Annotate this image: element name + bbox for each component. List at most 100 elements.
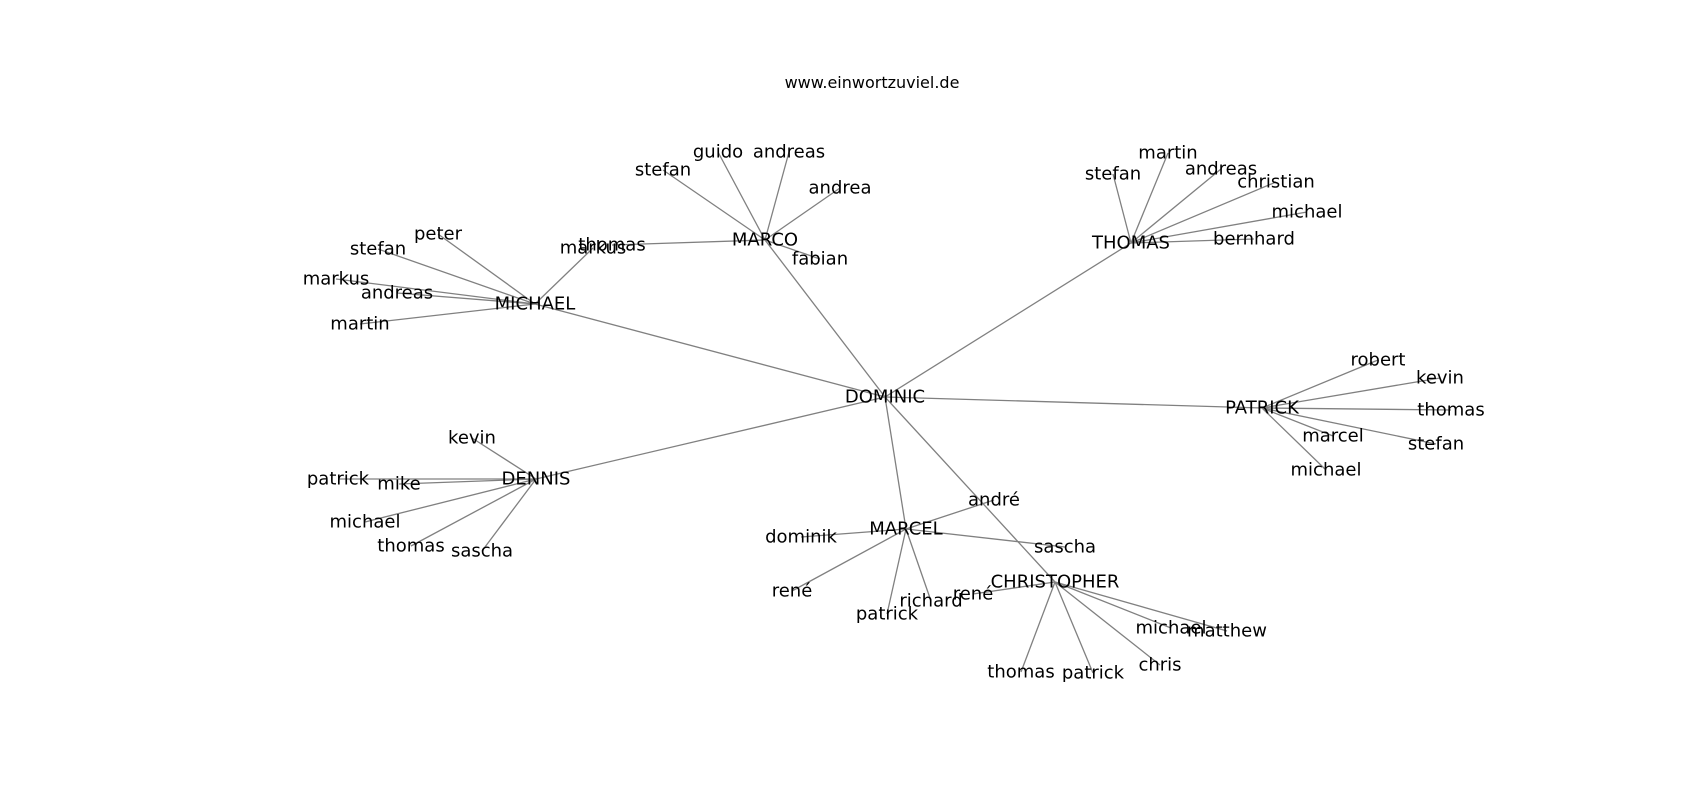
node-label-michael-andreas: andreas bbox=[361, 283, 433, 304]
hub-node-christopher: CHRISTOPHER bbox=[991, 572, 1120, 593]
edge-michael-michael_peter bbox=[437, 233, 536, 305]
node-label-michael-martin: martin bbox=[330, 314, 389, 335]
node-label-thomas-christian: christian bbox=[1237, 172, 1315, 193]
node-label-dennis-sascha: sascha bbox=[451, 541, 513, 562]
edge-patrick-patrick_kevin bbox=[1261, 377, 1441, 409]
node-label-patrick-robert: robert bbox=[1351, 350, 1406, 371]
hub-node-thomas: THOMAS bbox=[1091, 233, 1170, 254]
hub-node-dennis: DENNIS bbox=[502, 469, 571, 490]
edge-marcel-marcel_andre bbox=[905, 499, 995, 530]
edge-marco-marco_andreas bbox=[764, 151, 790, 241]
node-label-chris-rene: rené bbox=[953, 584, 994, 605]
edge-thomas-thomas_andreas bbox=[1130, 168, 1222, 244]
edge-dennis-dennis_michael bbox=[364, 478, 537, 523]
edge-michael-michael_stefan bbox=[377, 248, 536, 305]
edge-marcel-marcel_richard bbox=[905, 528, 932, 602]
node-label-patrick-stefan: stefan bbox=[1408, 434, 1464, 455]
edge-christopher-chris_rene bbox=[972, 581, 1056, 595]
node-label-marco-stefan: stefan bbox=[635, 160, 691, 181]
edge-marcel-marcel_rene bbox=[791, 528, 907, 592]
node-label-patrick-marcel: marcel bbox=[1302, 426, 1364, 447]
edge-dominic-marco bbox=[764, 239, 886, 398]
node-label-layer: DOMINIC MARCO guido andreas stefan andrea thom… bbox=[303, 142, 1485, 684]
node-label-thomas-stefan: stefan bbox=[1085, 164, 1141, 185]
edge-dominic-marcel bbox=[884, 396, 907, 530]
edge-dominic-dennis bbox=[535, 396, 886, 480]
edge-marco-marco_andrea bbox=[764, 187, 841, 241]
edge-patrick-patrick_robert bbox=[1261, 359, 1379, 409]
node-label-chris-patrick: patrick bbox=[1062, 663, 1125, 684]
edge-michael-michael_markus_l bbox=[335, 278, 536, 305]
edge-thomas-thomas_bernhard bbox=[1130, 238, 1255, 244]
edge-patrick-patrick_michael bbox=[1261, 407, 1327, 471]
node-label-thomas-martin: martin bbox=[1138, 143, 1197, 164]
node-label-marco-fabian: fabian bbox=[792, 249, 848, 270]
node-label-dennis-michael: michael bbox=[330, 512, 401, 533]
node-label-marcel-richard: richard bbox=[899, 591, 962, 612]
edge-thomas-thomas_stefan bbox=[1112, 173, 1132, 244]
node-label-michael-peter: peter bbox=[414, 224, 463, 245]
graph-title: www.einwortzuviel.de bbox=[785, 73, 960, 92]
edge-layer bbox=[335, 151, 1452, 674]
node-label-chris-michael: michael bbox=[1136, 618, 1207, 639]
edge-dennis-dennis_mike bbox=[398, 478, 537, 485]
node-label-marco-andreas: andreas bbox=[753, 142, 825, 163]
edge-thomas-thomas_christian bbox=[1130, 181, 1277, 244]
hub-node-patrick: PATRICK bbox=[1225, 398, 1300, 419]
node-label-marcel-rene: rené bbox=[772, 581, 813, 602]
node-label-marcel-andre: andré bbox=[968, 490, 1020, 511]
node-label-dennis-patrick: patrick bbox=[307, 469, 370, 490]
edge-christopher-chris_michael bbox=[1054, 581, 1172, 629]
hub-node-marco: MARCO bbox=[732, 230, 798, 251]
node-label-marco-thomas: thomas bbox=[578, 235, 645, 256]
node-label-thomas-andreas: andreas bbox=[1185, 159, 1257, 180]
node-label-chris-thomas: thomas bbox=[987, 662, 1054, 683]
edge-dominic-patrick bbox=[884, 396, 1263, 409]
edge-marco-marco_stefan bbox=[662, 169, 766, 241]
node-label-michael-markus-l: markus bbox=[303, 269, 370, 290]
node-label-marcel-sascha: sascha bbox=[1034, 537, 1096, 558]
node-label-chris-matthew: matthew bbox=[1187, 621, 1267, 642]
node-label-dennis-kevin: kevin bbox=[448, 428, 496, 449]
node-label-marco-andrea: andrea bbox=[809, 178, 872, 199]
edge-michael-michael_martin bbox=[359, 303, 536, 325]
node-label-patrick-thomas: thomas bbox=[1417, 400, 1484, 421]
edge-michael-michael_andreas bbox=[396, 292, 536, 305]
edge-christopher-chris_matthew bbox=[1054, 581, 1228, 632]
edge-dennis-dennis_thomas bbox=[410, 478, 537, 547]
node-label-michael-markus: markus bbox=[560, 238, 627, 259]
hub-node-marcel: MARCEL bbox=[869, 519, 942, 540]
edge-dominic-thomas bbox=[884, 242, 1132, 398]
edge-dominic-christopher bbox=[884, 396, 1056, 583]
node-label-patrick-kevin: kevin bbox=[1416, 368, 1464, 389]
edge-marcel-marcel_dominik bbox=[800, 528, 907, 538]
edge-christopher-chris_chris bbox=[1054, 581, 1161, 666]
node-label-marco-guido: guido bbox=[693, 142, 743, 163]
edge-christopher-chris_thomas bbox=[1020, 581, 1056, 673]
hub-node-michael: MICHAEL bbox=[495, 294, 576, 315]
edge-patrick-patrick_thomas bbox=[1261, 407, 1452, 411]
hub-node-dominic: DOMINIC bbox=[845, 387, 925, 408]
node-label-michael-stefan: stefan bbox=[350, 239, 406, 260]
edge-marcel-marcel_sascha bbox=[905, 528, 1066, 548]
node-label-marcel-dominik: dominik bbox=[765, 527, 837, 548]
node-label-dennis-thomas: thomas bbox=[377, 536, 444, 557]
node-label-dennis-mike: mike bbox=[377, 474, 420, 495]
edge-marcel-marcel_patrick bbox=[886, 528, 907, 615]
node-label-thomas-michael: michael bbox=[1272, 202, 1343, 223]
edge-thomas-thomas_martin bbox=[1130, 152, 1169, 244]
edge-thomas-thomas_michael bbox=[1130, 211, 1308, 244]
edge-dennis-dennis_kevin bbox=[471, 437, 537, 480]
edge-christopher-chris_patrick bbox=[1054, 581, 1094, 674]
edge-dennis-dennis_sascha bbox=[481, 478, 537, 552]
edge-patrick-patrick_stefan bbox=[1261, 407, 1437, 445]
edge-michael-michael_markus bbox=[534, 247, 594, 305]
node-label-marcel-patrick: patrick bbox=[856, 604, 919, 625]
edge-marco-marco_guido bbox=[717, 151, 766, 241]
edge-marco-marco_thomas bbox=[611, 239, 766, 246]
node-label-thomas-bernhard: bernhard bbox=[1213, 229, 1295, 250]
edge-patrick-patrick_marcel bbox=[1261, 407, 1334, 437]
edge-dominic-michael bbox=[534, 303, 886, 398]
node-label-patrick-michael: michael bbox=[1291, 460, 1362, 481]
